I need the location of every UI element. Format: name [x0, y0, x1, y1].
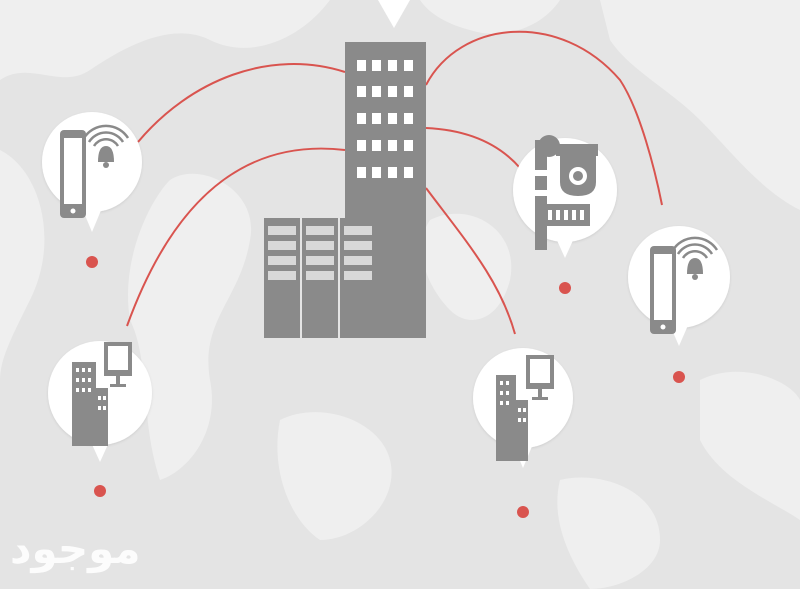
- pin-dot: [94, 485, 106, 497]
- node-mobile-alarm-left: [42, 112, 142, 268]
- pin-dot: [559, 282, 571, 294]
- node-office-monitor-right: [473, 348, 573, 518]
- cctv-camera-icon: [556, 144, 598, 196]
- alarm-bell-icon: [82, 124, 130, 168]
- monitor-icon: [526, 355, 554, 400]
- office-buildings-icon: [496, 375, 528, 461]
- pin-dot: [517, 506, 529, 518]
- monitor-icon: [104, 342, 132, 387]
- pin-dot: [86, 256, 98, 268]
- link-hub-camera: [425, 127, 521, 169]
- server-rack-icon: [302, 218, 338, 338]
- link-hub-mobile-right: [425, 30, 663, 206]
- server-rack-icon: [340, 218, 376, 338]
- alarm-bell-icon: [671, 236, 719, 280]
- link-hub-office-right: [425, 187, 516, 335]
- link-hub-mobile-left: [137, 63, 346, 143]
- top-pointer: [378, 0, 410, 28]
- smartphone-icon: [650, 246, 676, 334]
- smartphone-icon: [60, 130, 86, 218]
- link-hub-office-left: [126, 147, 346, 327]
- central-hub: [264, 42, 426, 338]
- node-security-camera: [513, 135, 617, 294]
- node-office-monitor-left: [48, 341, 152, 497]
- connection-lines: [126, 30, 663, 335]
- site-watermark-logo: موجود: [10, 524, 141, 573]
- pin-dot: [673, 371, 685, 383]
- barrier-gate-icon: [535, 135, 590, 250]
- node-mobile-alarm-right: [628, 226, 730, 383]
- office-buildings-icon: [72, 362, 108, 446]
- server-rack-icon: [264, 218, 300, 338]
